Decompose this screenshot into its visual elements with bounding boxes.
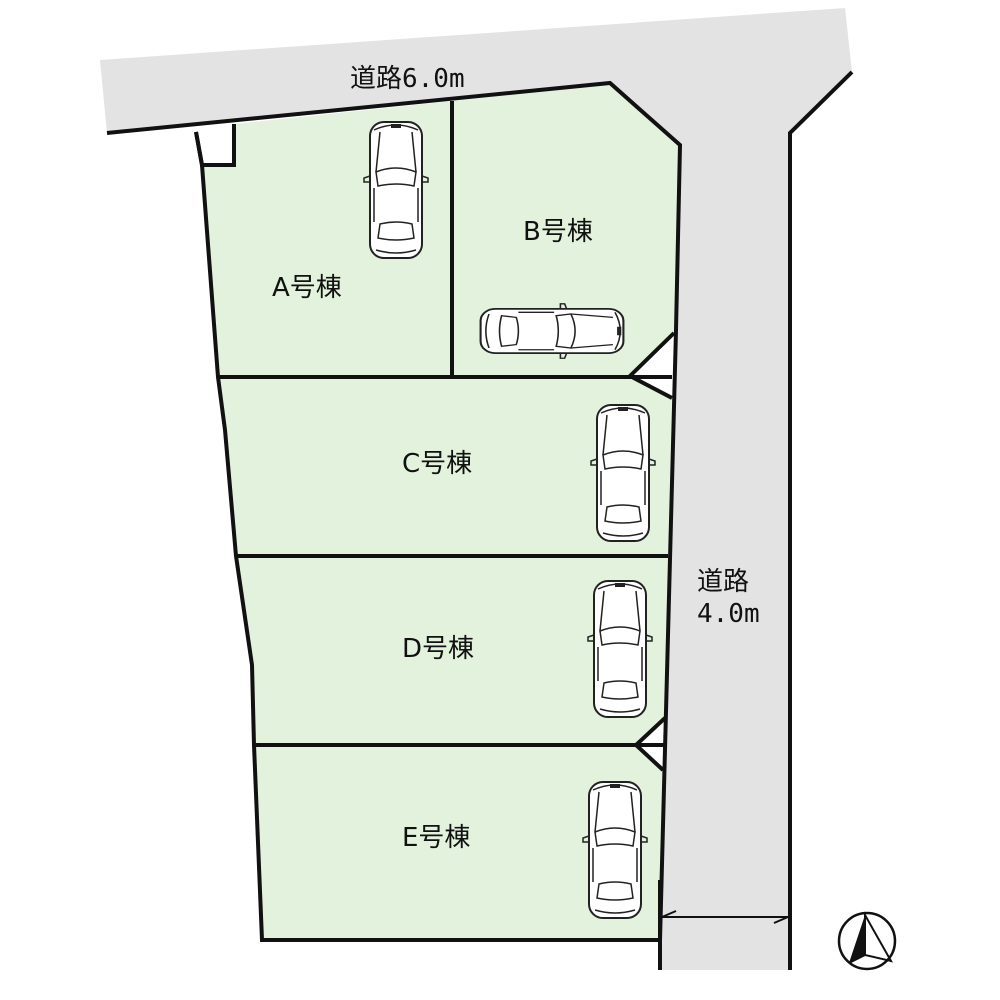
lot-c-label: C号棟 bbox=[402, 449, 472, 479]
lot-b-label: B号棟 bbox=[523, 217, 593, 247]
corner-notch bbox=[194, 124, 236, 167]
corner-cut-b-c bbox=[626, 331, 676, 400]
car-icon-lot-e bbox=[582, 781, 648, 919]
lot-b bbox=[452, 83, 680, 375]
car-icon-lot-a bbox=[363, 121, 429, 259]
car-icon-lot-d bbox=[587, 580, 653, 718]
lot-e bbox=[254, 745, 663, 940]
north-road-label: 道路6.0m bbox=[350, 64, 465, 94]
lot-d-label: D号棟 bbox=[402, 634, 474, 664]
north-arrow-icon bbox=[837, 911, 897, 971]
corner-cut-d-e bbox=[633, 716, 667, 772]
east-road-edge bbox=[788, 70, 854, 970]
lot-e-label: E号棟 bbox=[402, 823, 470, 853]
lot-d bbox=[236, 556, 668, 745]
east-road-label-line2: 4.0m bbox=[697, 599, 760, 629]
east-road-label-line1: 道路 bbox=[697, 567, 749, 597]
lot-c bbox=[218, 375, 672, 556]
car-icon-lot-c bbox=[590, 404, 656, 542]
north-road bbox=[100, 8, 852, 970]
lot-a-label: A号棟 bbox=[272, 273, 342, 303]
car-icon-lot-b bbox=[479, 302, 625, 360]
